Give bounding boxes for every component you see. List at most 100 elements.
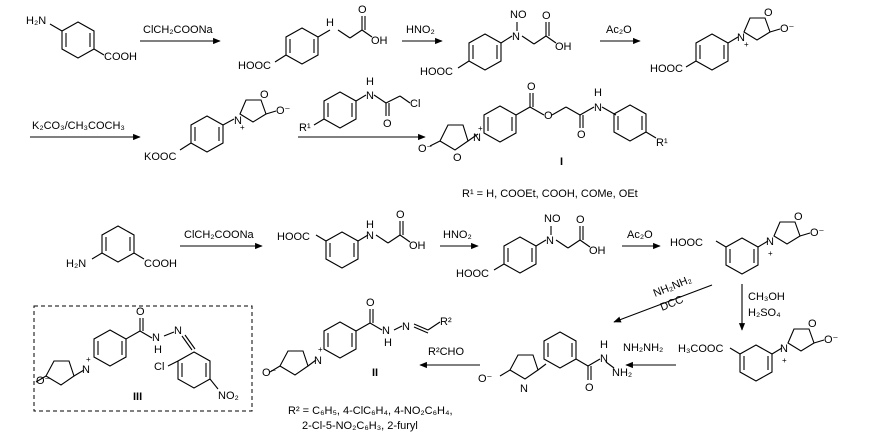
carboxyl-label: HOOC bbox=[238, 60, 271, 72]
reagent-label: K₂CO₃/CH₃COCH₃ bbox=[32, 120, 125, 132]
positive-charge-label: + bbox=[782, 356, 787, 365]
reagent-label: CH₃OH bbox=[748, 291, 785, 303]
positive-charge-label: + bbox=[318, 345, 323, 354]
ring-nitrogen-label: N bbox=[234, 115, 242, 127]
reagent-label: HNO₂ bbox=[443, 229, 472, 241]
positive-charge-label: + bbox=[744, 40, 749, 49]
product-I-sydnone-ester: O⁻ N + O O O O H N R¹ I bbox=[418, 81, 668, 168]
positive-charge-label: + bbox=[86, 355, 91, 364]
positive-charge-label: + bbox=[240, 123, 245, 132]
substituent-r1-label: R¹ bbox=[299, 122, 311, 134]
imine-nitrogen-label: N bbox=[402, 321, 410, 333]
amide-oxygen-label: O bbox=[577, 129, 586, 141]
carboxyl-label: HOOC bbox=[650, 63, 683, 75]
r2-substituent-definition: R² = C₆H₅, 4-ClC₆H₄, 4-NO₂C₆H₄, bbox=[288, 405, 453, 417]
ring-nitrogen-label: N bbox=[766, 236, 774, 248]
exocyclic-oxide-label: O⁻ bbox=[262, 367, 277, 379]
intermediate-n-nitroso: HOOC NO N O OH bbox=[420, 9, 572, 78]
hydrazone-hydrogen-label: H bbox=[384, 337, 392, 349]
nitroso-label: NO bbox=[510, 9, 527, 21]
highlight-box bbox=[33, 305, 253, 412]
ester-oxygen-label: O bbox=[544, 110, 553, 122]
ring-nitrogen-label: N bbox=[520, 383, 528, 395]
carbonyl-oxygen-label: O bbox=[366, 297, 375, 309]
carboxylate-label: KOOC bbox=[144, 151, 176, 163]
carboxyl-label: COOH bbox=[104, 51, 137, 63]
amide-hydrogen-label: H bbox=[366, 76, 374, 88]
sydnone-hydrazide: O⁻ N O H N NH₂ bbox=[478, 331, 632, 395]
amino-group-label: H₂N bbox=[66, 258, 86, 270]
intermediate-meta-n-nitroso: HOOC NO N O OH bbox=[456, 213, 606, 280]
carbonyl-oxygen-label: O bbox=[358, 4, 367, 16]
reagent-label: ClCH₂COONa bbox=[184, 229, 255, 241]
amide-hydrogen-label: H bbox=[594, 87, 602, 99]
amino-group-label: H₂N bbox=[26, 15, 46, 27]
ring-oxygen-label: O bbox=[764, 7, 773, 19]
amino-group-label: NH₂ bbox=[612, 367, 632, 379]
starting-material-para-aminobenzoic-acid: H₂N COOH bbox=[26, 15, 137, 63]
hydrazone-hydrogen-label: H bbox=[154, 344, 162, 356]
positive-charge-label: + bbox=[478, 124, 483, 133]
sydnone-potassium-carboxylate: KOOC N + O O⁻ bbox=[144, 89, 291, 163]
ring-nitrogen-label: N bbox=[473, 132, 481, 144]
reagent-label: NH₂NH₂ bbox=[652, 274, 694, 300]
compound-number-label: II bbox=[372, 367, 378, 379]
nitro-group-label: NO₂ bbox=[218, 390, 239, 402]
exocyclic-oxide-label: O⁻ bbox=[810, 227, 825, 239]
starting-material-meta-aminobenzoic-acid: H₂N COOH bbox=[66, 225, 177, 270]
exocyclic-oxide-label: O⁻ bbox=[780, 23, 795, 35]
ring-oxygen-label: O bbox=[260, 89, 269, 101]
hydroxyl-label: OH bbox=[409, 240, 426, 252]
ring-nitrogen-label: N bbox=[314, 355, 322, 367]
ring-nitrogen-label: N bbox=[737, 32, 745, 44]
compound-number-label: I bbox=[560, 156, 563, 168]
amine-hydrogen-label: H bbox=[326, 17, 334, 29]
hydrazone-nitrogen-label: N bbox=[382, 325, 390, 337]
reagent-label: Ac₂O bbox=[606, 24, 632, 36]
carbonyl-oxygen-label: O bbox=[585, 382, 594, 394]
chloro-label: Cl bbox=[410, 98, 420, 110]
exocyclic-oxide-label: O⁻ bbox=[276, 105, 291, 117]
carboxyl-label: HOOC bbox=[670, 237, 703, 249]
exocyclic-oxide-label: O⁻ bbox=[478, 373, 493, 385]
substituent-r2-label: R² bbox=[440, 316, 452, 328]
carbonyl-oxygen-label: O bbox=[542, 10, 551, 22]
ring-nitrogen-label: N bbox=[780, 343, 788, 355]
sydnone-meta-carboxylic-acid: HOOC N + O O⁻ bbox=[670, 211, 825, 275]
amine-hydrogen-label: H bbox=[366, 219, 374, 231]
intermediate-glycine-derivative: HOOC H O OH bbox=[238, 4, 388, 72]
intermediate-meta-glycine-derivative: HOOC H N O OH bbox=[277, 209, 426, 269]
carboxyl-label: COOH bbox=[144, 258, 177, 270]
positive-charge-label: + bbox=[768, 249, 773, 258]
hydroxyl-label: OH bbox=[371, 35, 388, 47]
hydrazide-nitrogen-label: N bbox=[600, 353, 608, 365]
hydroxyl-label: OH bbox=[555, 41, 572, 53]
nitroso-label: NO bbox=[544, 213, 561, 225]
ring-oxygen-label: O bbox=[453, 152, 462, 164]
reagent-label: R²CHO bbox=[428, 346, 464, 358]
carbonyl-oxygen-label: O bbox=[383, 118, 392, 130]
carboxyl-label: HOOC bbox=[456, 268, 489, 280]
hydrazide-hydrogen-label: H bbox=[600, 339, 608, 351]
carboxyl-label: HOOC bbox=[277, 231, 310, 243]
product-II-hydrazone: O⁻ N + O N H N R² II bbox=[262, 297, 452, 379]
amide-nitrogen-label: N bbox=[594, 102, 602, 114]
nitrogen-label: N bbox=[546, 235, 554, 247]
compound-III-structure: O⁻ N + O N H N Cl NO₂ III bbox=[35, 306, 239, 403]
compound-number-label: III bbox=[133, 391, 142, 403]
exocyclic-oxide-label: O⁻ bbox=[418, 143, 433, 155]
hydrazone-nitrogen-label: N bbox=[152, 332, 160, 344]
exocyclic-oxide-label: O⁻ bbox=[824, 334, 839, 346]
reaction-arrow bbox=[613, 284, 713, 323]
methyl-ester-label: H₃COOC bbox=[678, 343, 723, 355]
ester-carbonyl-oxygen-label: O bbox=[527, 81, 536, 93]
carbonyl-oxygen-label: O bbox=[396, 209, 405, 221]
carboxyl-label: HOOC bbox=[420, 66, 453, 78]
substituent-r1-label: R¹ bbox=[656, 137, 668, 149]
hydroxyl-label: OH bbox=[589, 245, 606, 257]
imine-nitrogen-label: N bbox=[174, 325, 182, 337]
r1-substituent-definition: R¹ = H, COOEt, COOH, COMe, OEt bbox=[462, 188, 638, 200]
sydnone-1-carboxylic-acid: HOOC N + O O⁻ bbox=[650, 7, 795, 75]
amine-nitrogen-label: N bbox=[366, 230, 374, 242]
